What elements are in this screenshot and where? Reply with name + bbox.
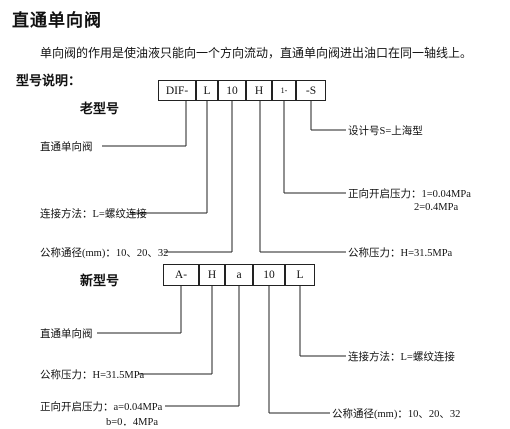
old-code-box-connection: L bbox=[196, 80, 218, 101]
new-code-box-connection: L bbox=[285, 264, 315, 286]
old-label-design: 设计号S=上海型 bbox=[348, 126, 423, 137]
old-label-nominal-pressure: 公称压力：H=31.5MPa bbox=[348, 248, 453, 259]
new-label-valve: 直通单向阀 bbox=[40, 329, 93, 340]
old-code-box-dif: DIF- bbox=[158, 80, 196, 101]
model-heading: 型号说明： bbox=[16, 74, 82, 89]
new-label-opening-pressure-2: b=0．4MPa bbox=[106, 417, 159, 428]
new-code-box-diameter: 10 bbox=[253, 264, 285, 286]
new-code-box-opening-pressure: a bbox=[225, 264, 253, 286]
old-model-heading: 老型号 bbox=[80, 102, 120, 117]
old-code-box-opening-pressure: 1- bbox=[272, 80, 296, 101]
new-label-connection: 连接方法：L=螺纹连接 bbox=[348, 352, 455, 363]
old-label-diameter: 公称通径(mm)：10、20、32 bbox=[40, 248, 169, 259]
old-code-box-pressure: H bbox=[246, 80, 272, 101]
new-code-box-pressure: H bbox=[199, 264, 225, 286]
old-code-box-diameter: 10 bbox=[218, 80, 246, 101]
old-label-opening-pressure: 正向开启压力：1=0.04MPa bbox=[348, 189, 471, 200]
page-title: 直通单向阀 bbox=[12, 11, 102, 31]
old-label-opening-pressure-2: 2=0.4MPa bbox=[414, 202, 459, 213]
old-label-valve: 直通单向阀 bbox=[40, 142, 93, 153]
new-code-box-type: A- bbox=[163, 264, 199, 286]
new-label-opening-pressure: 正向开启压力：a=0.04MPa bbox=[40, 402, 163, 413]
intro-text: 单向阀的作用是使油液只能向一个方向流动，直通单向阀进出油口在同一轴线上。 bbox=[40, 46, 473, 60]
new-label-nominal-pressure: 公称压力：H=31.5MPa bbox=[40, 370, 145, 381]
new-label-diameter: 公称通径(mm)：10、20、32 bbox=[332, 409, 461, 420]
old-code-box-design: -S bbox=[296, 80, 326, 101]
new-model-heading: 新型号 bbox=[80, 274, 120, 289]
old-label-connection: 连接方法：L=螺纹连接 bbox=[40, 209, 147, 220]
